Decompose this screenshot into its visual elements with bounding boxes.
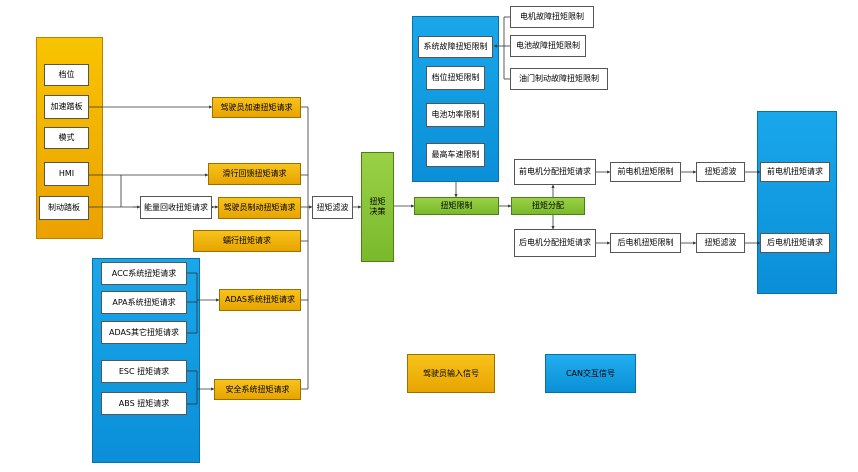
safety-request: 安全系统扭矩请求 (214, 379, 301, 400)
acc-request-box: ACC系统扭矩请求 (101, 262, 187, 285)
battery-fault-limit-box: 电池故障扭矩限制 (510, 35, 586, 57)
torque-filter-box: 扭矩滤波 (312, 196, 353, 219)
rear-motor-limit-box: 后电机扭矩限制 (610, 233, 681, 253)
accel-pedal-box: 加速踏板 (44, 95, 89, 119)
hmi-box: HMI (44, 162, 89, 186)
driver-brake-request: 驾驶员制动扭矩请求 (218, 197, 301, 219)
coast-regen-request: 滑行回馈扭矩请求 (208, 163, 301, 185)
front-motor-output: 前电机扭矩请求 (760, 162, 830, 182)
rear-motor-output: 后电机扭矩请求 (760, 233, 830, 253)
legend-can-signal: CAN交互信号 (545, 354, 636, 393)
front-motor-limit-box: 前电机扭矩限制 (610, 162, 681, 182)
gear-box: 档位 (44, 64, 89, 86)
output-group (757, 111, 837, 294)
system-fault-limit-box: 系统故障扭矩限制 (418, 36, 493, 58)
motor-fault-limit-box: 电机故障扭矩限制 (510, 6, 594, 28)
front-filter-box: 扭矩滤波 (696, 162, 745, 182)
driver-accel-request: 驾驶员加速扭矩请求 (212, 97, 301, 118)
max-speed-limit-box: 最高车速限制 (426, 143, 485, 167)
brake-pedal-box: 制动踏板 (39, 196, 89, 220)
esc-request-box: ESC 扭矩请求 (101, 360, 187, 383)
torque-decision-box: 扭矩决策 (361, 152, 394, 262)
abs-request-box: ABS 扭矩请求 (101, 392, 187, 415)
creep-request: 蠕行扭矩请求 (193, 230, 301, 252)
front-motor-dist-request: 前电机分配扭矩请求 (514, 159, 596, 185)
rear-filter-box: 扭矩滤波 (696, 233, 745, 253)
rear-motor-dist-request: 后电机分配扭矩请求 (514, 229, 596, 257)
torque-distribution-box: 扭矩分配 (511, 197, 585, 215)
regen-request: 能量回收扭矩请求 (140, 196, 212, 219)
battery-power-limit-box: 电池功率限制 (426, 103, 485, 127)
legend-driver-signal: 驾驶员输入信号 (407, 354, 495, 393)
adas-other-request-box: ADAS其它扭矩请求 (101, 321, 187, 344)
gear-limit-box: 档位扭矩限制 (426, 66, 485, 90)
apa-request-box: APA系统扭矩请求 (101, 291, 187, 314)
torque-limit-box: 扭矩限制 (414, 197, 499, 215)
throttle-brake-fault-limit-box: 油门制动故障扭矩限制 (510, 68, 608, 90)
mode-box: 模式 (44, 127, 89, 149)
adas-request: ADAS系统扭矩请求 (219, 289, 301, 311)
